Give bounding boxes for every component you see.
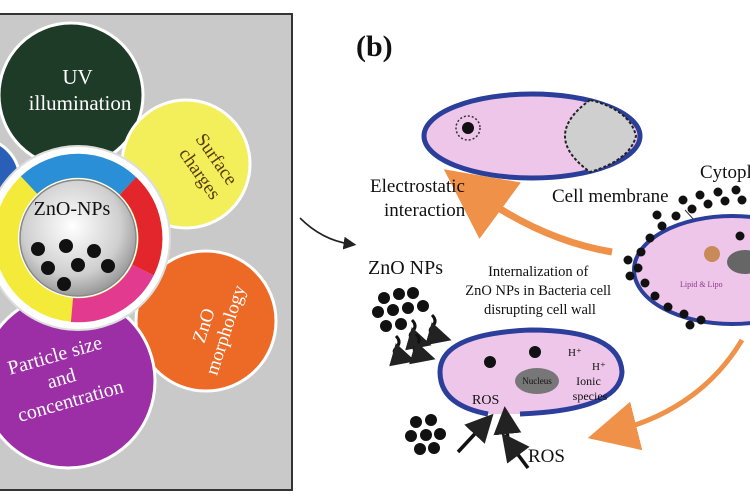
center-ring (0, 145, 171, 331)
panel-b-label: (b) (356, 30, 393, 63)
ros-inner-label: ROS (472, 393, 499, 408)
h-plus-label-2: H⁺ (592, 361, 606, 373)
svg-text:Lipid & Lipo: Lipid & Lipo (680, 280, 723, 289)
center-label: ZnO-NPs (34, 198, 111, 220)
panel-b: (b) Electrostatic interaction Cell membr… (356, 30, 750, 470)
bottom-cell: Nucleus H⁺ H⁺ Ionic species ROS (437, 327, 625, 417)
zno-nps-label: ZnO NPs (368, 257, 443, 279)
cell-membrane-label: Cell membrane (552, 186, 669, 207)
ionic-label: Ionic species (573, 374, 608, 403)
right-cell-nanoparticle-coat (623, 185, 747, 330)
center-nanoparticles (31, 239, 115, 291)
electrostatic-label: Electrostatic interaction (370, 176, 470, 221)
ros-arrows (456, 406, 530, 470)
entry-arrows (389, 313, 452, 367)
right-cell: Lipid & Lipo (632, 214, 750, 326)
ros-outer-label: ROS (528, 446, 565, 467)
free-nanoparticles (372, 287, 429, 332)
uv-label: UV illumination (29, 65, 132, 115)
h-plus-label-1: H⁺ (568, 347, 582, 359)
cytoplasm-label: Cytopl (700, 162, 750, 183)
bottom-nanoparticles (405, 414, 446, 455)
nucleus-label: Nucleus (522, 376, 552, 386)
link-arrow (299, 217, 357, 250)
orange-arrow-bottom (587, 338, 745, 451)
orange-arrow-top (443, 169, 613, 256)
internalization-label: Internalization of ZnO NPs in Bacteria c… (465, 264, 614, 318)
morphology-circle (134, 249, 278, 393)
panel-a: UV illumination Surface charges ZnO morp… (0, 13, 293, 491)
top-cell (421, 91, 643, 181)
